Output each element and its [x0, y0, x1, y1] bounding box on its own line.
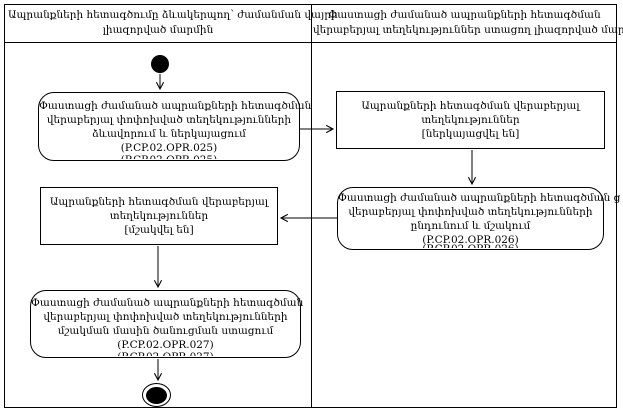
object-state-label: [ներկայացվել են]	[421, 128, 520, 140]
clipped-text-artifact: (P.CP.02.OPR.027)	[31, 352, 300, 356]
initial-node-icon	[151, 55, 169, 73]
activity-text-line: վերաբերյալ փոփոխված տեղեկությունների	[348, 205, 593, 218]
activity-code-label: (P.CP.02.OPR.025)	[120, 141, 218, 154]
activity-code-label: (P.CP.02.OPR.027)	[117, 339, 214, 351]
object-text-line: Ապրանքների հետագծման վերաբերյալ	[49, 196, 269, 208]
lane-header-left-line1: Ապրանքների հետագծումը ձևակերպող՝ ժամանմա…	[8, 9, 338, 21]
activity-text-line: ընդունում և մշակում	[410, 219, 531, 232]
object-text-line: Ապրանքների հետագծման վերաբերյալ	[361, 100, 580, 112]
object-text-line: տեղեկություններ	[109, 210, 209, 222]
lane-header-right: Փաստացի ժամանած ապրանքների հետագծման վեր…	[313, 8, 623, 38]
activity-receive-and-process-changed-tracking-info: Փաստացի ժամանած ապրանքների հետագծման ց վ…	[337, 187, 621, 250]
lane-divider	[311, 4, 312, 408]
activity-text-line: Փաստացի ժամանած ապրանքների հետագծման	[31, 297, 304, 309]
final-node-icon	[142, 383, 171, 407]
activity-code-label: (P.CP.02.OPR.026)	[422, 233, 519, 246]
activity-text-line: Փաստացի ժամանած ապրանքների հետագծման	[39, 99, 312, 112]
header-separator	[4, 42, 617, 43]
clipped-text-artifact: (P.CP.02.OPR.025)	[39, 155, 299, 159]
object-text-line: տեղեկություններ	[421, 114, 520, 126]
lane-header-right-line1: Փաստացի ժամանած ապրանքների հետագծման	[328, 9, 601, 21]
lane-header-left-line2: լիազորված մարմին	[102, 24, 214, 36]
activity-text-line: մշակման մասին ծանուցման ստացում	[57, 325, 274, 337]
diagram-frame	[4, 4, 617, 408]
final-node-inner-dot	[146, 386, 167, 404]
lane-header-right-line2: վերաբերյալ տեղեկություններ ստացող լիազոր…	[313, 24, 623, 36]
object-tracking-info-submitted: Ապրանքների հետագծման վերաբերյալ տեղեկութ…	[336, 91, 605, 149]
activity-form-and-submit-changed-tracking-info: Փաստացի ժամանած ապրանքների հետագծման վեր…	[38, 92, 312, 161]
activity-text-line: վերաբերյալ փոփոխված տեղեկությունների	[43, 311, 288, 323]
activity-text-line: վերաբերյալ փոփոխված տեղեկությունների	[46, 113, 292, 126]
lane-header-left: Ապրանքների հետագծումը ձևակերպող՝ ժամանմա…	[8, 8, 338, 38]
activity-text-line: Փաստացի ժամանած ապրանքների հետագծման ց	[338, 191, 621, 204]
object-state-label: [մշակվել են]	[124, 224, 194, 236]
activity-text-line: ձևավորում և ներկայացում	[92, 127, 246, 140]
clipped-text-artifact: (P.CP.02.OPR.026)	[338, 244, 603, 248]
activity-receive-processing-notification: Փաստացի ժամանած ապրանքների հետագծման վեր…	[30, 290, 304, 358]
object-tracking-info-processed: Ապրանքների հետագծման վերաբերյալ տեղեկութ…	[40, 187, 278, 245]
